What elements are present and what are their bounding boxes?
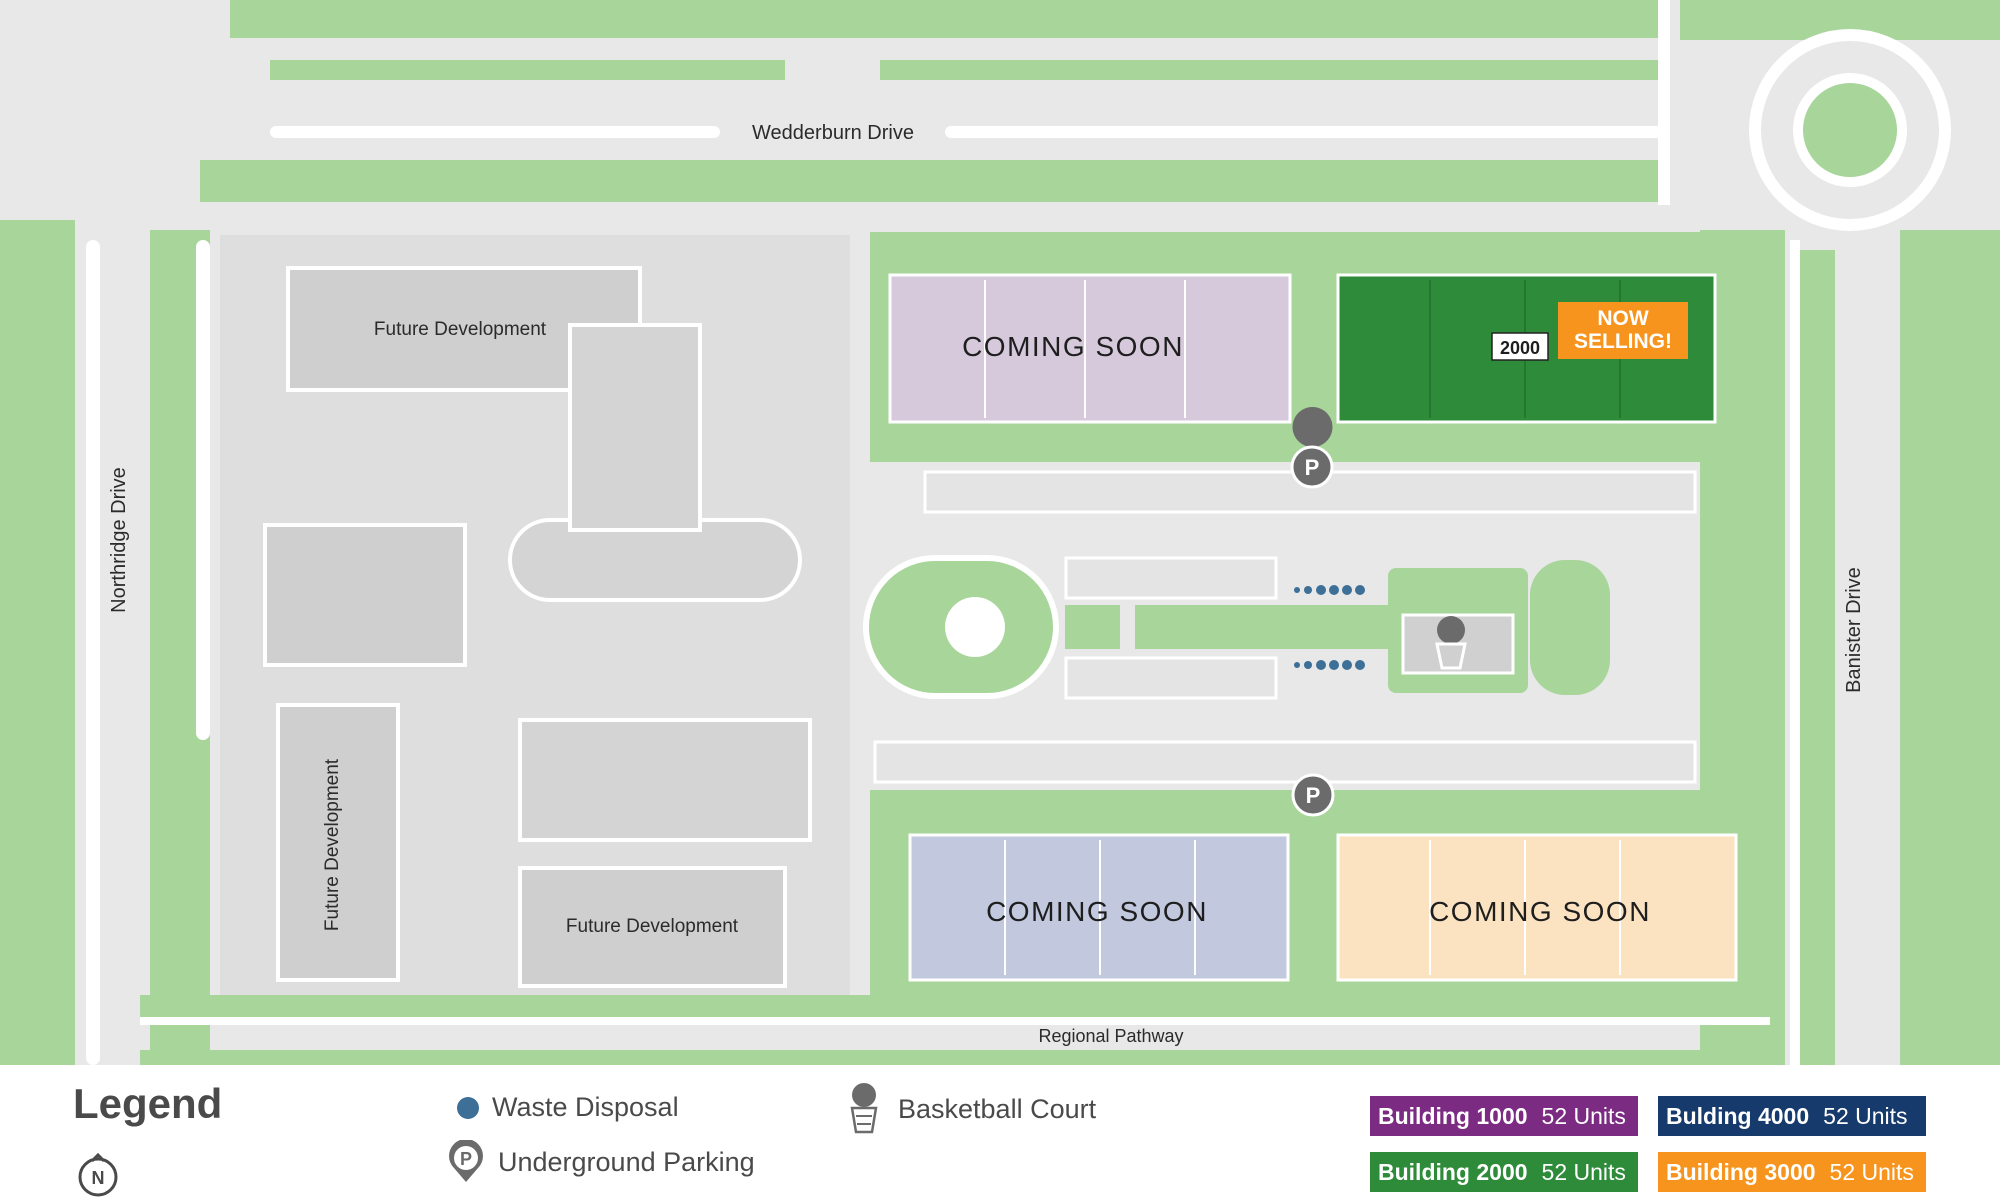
road-marking [140, 1017, 1770, 1025]
parking-row [1064, 556, 1278, 600]
road-label-banister: Banister Drive [1843, 567, 1865, 693]
central-garden-circle [945, 597, 1005, 657]
road-label-regional-pathway: Regional Pathway [1038, 1026, 1183, 1046]
grass-area [1710, 470, 1770, 790]
future-development-label: Future Development [322, 758, 343, 931]
roundabout-island [1793, 73, 1907, 187]
road-marking [270, 126, 720, 138]
building-2000-units: 52 Units [1541, 1158, 1626, 1185]
parking-legend-glyph: P [460, 1149, 472, 1169]
building-1000-units: 52 Units [1541, 1102, 1626, 1129]
grass-area [140, 1050, 1770, 1065]
parking-pin-glyph: P [1305, 455, 1320, 480]
grass-area [1900, 230, 2000, 1065]
future-development-label: Future Development [374, 319, 547, 340]
road-marking [1658, 0, 1670, 205]
building-4000-units: 52 Units [1823, 1102, 1908, 1129]
grass-area [0, 220, 75, 1065]
future-development-label: Future Development [566, 916, 739, 937]
legend-building-2000: Building 2000 52 Units [1370, 1152, 1638, 1192]
site-map: COMING SOON 2000 NOW SELLING! COMING SOO… [0, 0, 2000, 1065]
grass-area [1065, 605, 1120, 649]
legend-parking: P Underground Parking [446, 1140, 755, 1184]
legend-parking-label: Underground Parking [498, 1146, 755, 1177]
parking-lot [263, 523, 467, 667]
waste-disposal-icons [1294, 585, 1365, 670]
building-3000-label: COMING SOON [1429, 896, 1651, 927]
road-marking [86, 240, 100, 1065]
grass-area [270, 60, 785, 80]
legend-waste-label: Waste Disposal [492, 1092, 679, 1122]
road-label-northridge: Northridge Drive [108, 467, 130, 613]
building-4000-name: Bulding 4000 [1666, 1102, 1810, 1129]
grass-area [200, 160, 1660, 202]
parking-pin-glyph: P [1306, 783, 1321, 808]
road-marking [196, 240, 210, 740]
now-selling-line2: SELLING! [1574, 330, 1672, 353]
road-marking [945, 126, 1665, 138]
building-2000-name: Building 2000 [1378, 1158, 1528, 1185]
basketball-icon [1435, 616, 1467, 670]
legend-court-label: Basketball Court [898, 1093, 1097, 1124]
parking-pin[interactable]: P [1290, 407, 1334, 489]
legend-building-4000: Bulding 4000 52 Units [1658, 1096, 1926, 1136]
parking-lot [518, 718, 812, 842]
building-1000-name: Building 1000 [1378, 1102, 1528, 1129]
legend-court: Basketball Court [842, 1082, 1096, 1136]
basketball-hoop-icon [850, 1083, 878, 1134]
now-selling-badge [1558, 302, 1688, 359]
parking-row [1064, 656, 1278, 700]
north-glyph: N [92, 1168, 105, 1188]
parking-pin-icon: P [449, 1140, 483, 1182]
grass-area [1530, 560, 1610, 695]
grass-area [880, 60, 1660, 80]
road-marking [1790, 240, 1800, 1065]
parking-pin[interactable]: P [1291, 773, 1335, 817]
road-label-wedderburn: Wedderburn Drive [752, 122, 914, 144]
building-2000-tag [1491, 332, 1549, 361]
legend-title: Legend [73, 1080, 223, 1127]
grass-area [1135, 605, 1395, 649]
now-selling-line1: NOW [1597, 307, 1649, 330]
grass-area [230, 0, 1660, 38]
parking-lot [568, 323, 702, 532]
parking-lot [276, 703, 400, 982]
parking-lot [518, 866, 787, 988]
building-4000[interactable]: COMING SOON [908, 833, 1290, 982]
building-4000-label: COMING SOON [986, 896, 1208, 927]
building-3000-name: Building 3000 [1666, 1158, 1816, 1185]
building-2000[interactable]: 2000 NOW SELLING! [1336, 273, 1717, 424]
legend-building-3000: Building 3000 52 Units [1658, 1152, 1926, 1192]
grass-area [1800, 250, 1835, 1065]
building-3000-units: 52 Units [1829, 1158, 1914, 1185]
legend-waste: Waste Disposal [456, 1092, 679, 1123]
building-1000-label: COMING SOON [962, 331, 1184, 362]
building-3000[interactable]: COMING SOON [1336, 833, 1738, 982]
compass-icon: N [78, 1153, 118, 1197]
building-1000[interactable]: COMING SOON [888, 273, 1292, 424]
parking-row [873, 740, 1697, 784]
waste-dot-icon [457, 1096, 479, 1119]
legend-building-1000: Building 1000 52 Units [1370, 1096, 1638, 1136]
building-2000-label: 2000 [1500, 338, 1540, 358]
north-arrow: N [76, 1153, 120, 1197]
grass-area [140, 995, 1770, 1017]
